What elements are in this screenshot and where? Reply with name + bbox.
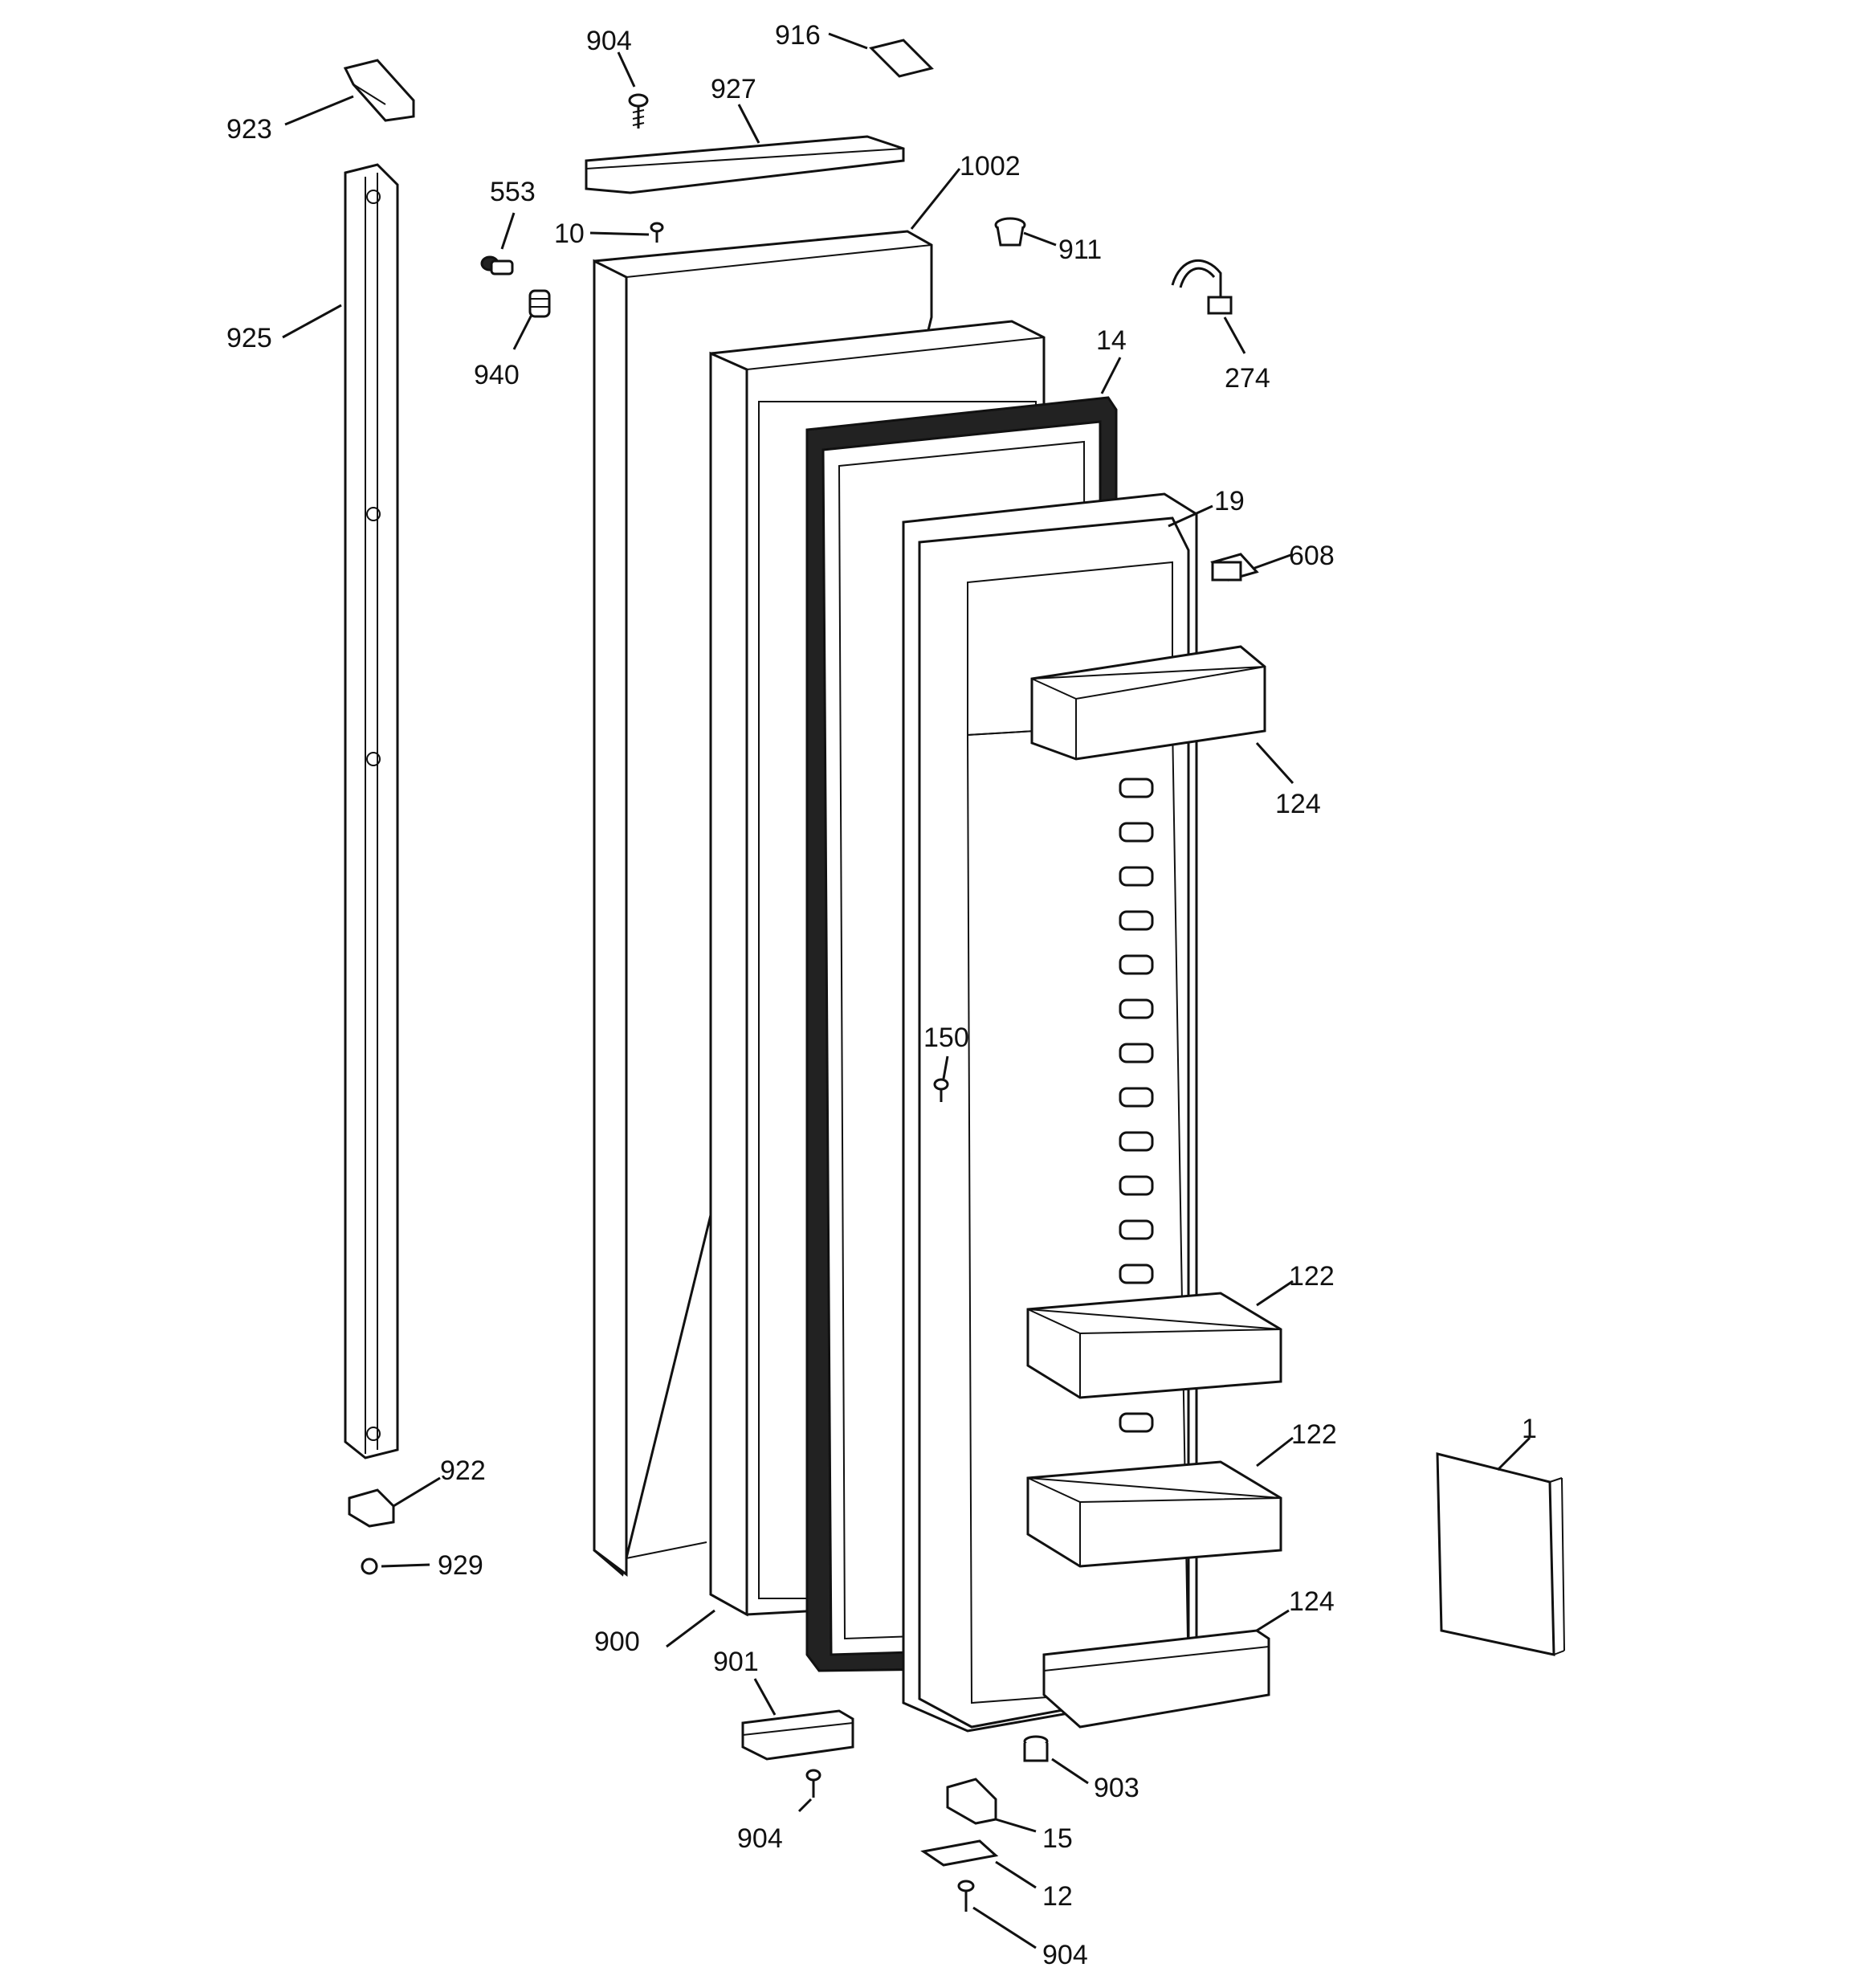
callout-900: 900: [594, 1627, 640, 1657]
screw-top-part: [628, 93, 649, 129]
hinge-plate-12-part: [920, 1839, 999, 1867]
bushing-903-part: [1023, 1735, 1049, 1762]
owner-manual-part: [1436, 1452, 1565, 1656]
middle-door-bin-upper-part: [1026, 1292, 1282, 1399]
callout-904-bottom: 904: [1042, 1940, 1088, 1970]
callout-15: 15: [1042, 1823, 1073, 1854]
callout-124-lower: 124: [1289, 1586, 1335, 1617]
bottom-bracket-part: [741, 1709, 854, 1761]
callout-903: 903: [1094, 1773, 1139, 1803]
callout-911: 911: [1058, 235, 1102, 265]
top-bracket-cover-part: [585, 135, 905, 194]
pad-part: [869, 39, 934, 78]
callout-1: 1: [1522, 1414, 1537, 1444]
callout-19: 19: [1214, 486, 1245, 516]
small-screw-part: [650, 222, 664, 243]
leader-lines: [282, 32, 1531, 1949]
callout-916: 916: [775, 20, 821, 51]
hinge-15-part: [946, 1778, 997, 1825]
callout-904-top: 904: [586, 26, 632, 56]
callout-608: 608: [1289, 541, 1335, 571]
callout-274: 274: [1225, 363, 1270, 394]
callout-14: 14: [1096, 325, 1127, 356]
cup-911-part: [994, 217, 1026, 247]
callout-553: 553: [490, 177, 536, 207]
callout-10: 10: [554, 218, 585, 249]
callout-923: 923: [226, 114, 272, 145]
screw-150-part: [933, 1078, 949, 1102]
callout-927: 927: [711, 74, 756, 104]
trim-rail-part: [344, 163, 399, 1459]
bottom-clip-part: [348, 1488, 395, 1528]
bottom-screw-929-part: [361, 1557, 378, 1575]
callout-904-mid: 904: [737, 1823, 783, 1854]
callout-940: 940: [474, 360, 520, 390]
callout-12: 12: [1042, 1881, 1073, 1912]
fastener-553-part: [480, 255, 514, 276]
callout-922: 922: [440, 1455, 486, 1486]
callout-122-lower: 122: [1291, 1419, 1337, 1450]
wire-harness-part: [1171, 259, 1233, 315]
callout-150: 150: [923, 1023, 969, 1053]
inner-door-liner-part: [902, 492, 1198, 1733]
callout-925: 925: [226, 323, 272, 353]
screw-904-lowest-part: [957, 1880, 975, 1912]
callout-124-upper: 124: [1275, 789, 1321, 819]
callout-929: 929: [438, 1550, 483, 1581]
callout-901: 901: [713, 1647, 759, 1677]
middle-door-bin-lower-part: [1026, 1460, 1282, 1568]
callout-1002: 1002: [960, 151, 1021, 182]
fastener-940-part: [528, 289, 551, 318]
switch-608-part: [1210, 553, 1259, 582]
shelf-stud-column: [1119, 778, 1154, 1433]
screw-904-bottom-part: [805, 1769, 821, 1798]
upper-door-bin-part: [1030, 645, 1266, 761]
top-cap-clip-part: [343, 59, 415, 122]
callout-122-upper: 122: [1289, 1261, 1335, 1292]
